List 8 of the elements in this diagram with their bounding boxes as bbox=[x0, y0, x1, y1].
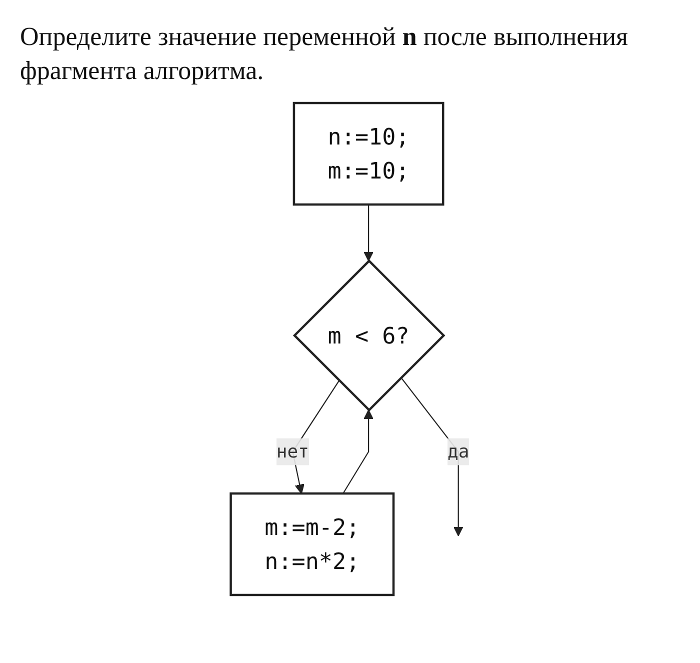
node-diamond: m < 6? bbox=[292, 258, 446, 412]
task-text: Определите значение переменной n после выполнения фрагмента алгоритма. bbox=[20, 21, 629, 87]
arrow bbox=[342, 409, 374, 494]
edge-label: да bbox=[447, 440, 470, 462]
node-box: m:=m-2; n:=n*2; bbox=[230, 492, 395, 596]
node-box: n:=10; m:=10; bbox=[292, 101, 444, 206]
edge-label: нет bbox=[276, 440, 310, 462]
arrow bbox=[364, 204, 374, 261]
